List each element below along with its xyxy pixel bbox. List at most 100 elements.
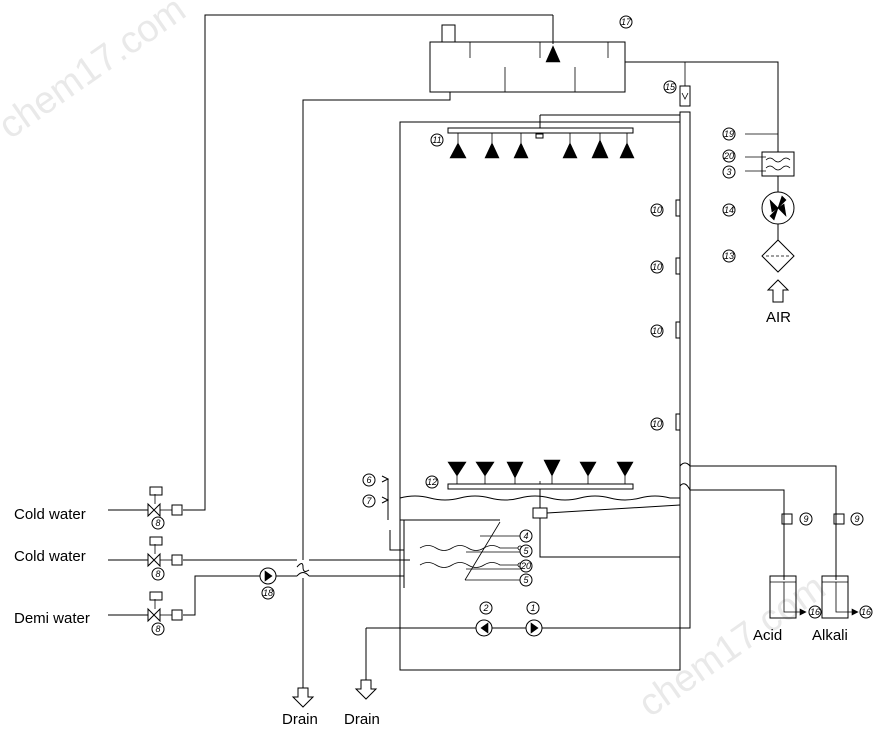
pipe-crossover-1 [296,563,310,572]
label-demi-water: Demi water [14,610,90,627]
pipe-junction-duct [546,504,681,514]
port-10-c [675,321,681,339]
callout-5-top: 5 [519,544,533,558]
callout-10-b: 10 [650,260,664,274]
alkali-tank [821,575,859,619]
watermark-text-2: chem17.com [631,566,833,725]
label-air: AIR [766,309,791,326]
callout-17: 17 [619,15,633,29]
svg-text:20: 20 [520,561,531,571]
label-drain-1: Drain [282,711,318,728]
pipe-junction-return [539,518,680,558]
air-inlet-arrow [766,279,790,303]
svg-text:14: 14 [724,205,734,215]
svg-text:8: 8 [155,569,160,579]
water-surface [399,495,680,501]
callout-3: 3 [722,165,736,179]
label-cold-water-1: Cold water [14,506,86,523]
watermark-text-1: chem17.com [0,0,193,147]
svg-text:5: 5 [523,546,529,556]
svg-text:16: 16 [861,607,871,617]
svg-text:8: 8 [155,518,160,528]
pipe-alkali-dosing [679,462,837,580]
callout-14: 14 [722,203,736,217]
flow-meter-15 [679,85,691,107]
callout-9-acid: 9 [799,512,813,526]
callout-12: 12 [425,475,439,489]
svg-text:16: 16 [810,607,820,617]
svg-text:2: 2 [482,603,488,613]
port-10-a [675,199,681,217]
callout-15: 15 [663,80,677,94]
sump-heaters [419,521,523,581]
svg-text:20: 20 [723,151,734,161]
overflow-tube [389,519,405,551]
heater-exchanger [745,151,795,177]
valve-demi-water[interactable] [108,591,183,623]
svg-text:13: 13 [724,251,734,261]
callout-20-sump: 20 [519,559,533,573]
level-probe-7 [381,496,390,504]
callout-5-bottom: 5 [519,573,533,587]
label-acid: Acid [753,627,782,644]
valve-cold-water-2[interactable] [108,536,183,568]
pump-18 [259,567,277,585]
drain-arrow-2 [354,679,378,700]
svg-text:7: 7 [366,496,372,506]
svg-text:9: 9 [803,514,808,524]
callout-8-b: 8 [151,567,165,581]
svg-text:9: 9 [854,514,859,524]
svg-text:3: 3 [726,167,731,177]
callout-10-d: 10 [650,417,664,431]
port-10-b [675,257,681,275]
fan [761,191,795,225]
top-spray-bar [447,114,680,159]
pump-2 [475,619,493,637]
callout-8-a: 8 [151,516,165,530]
acid-tank [769,575,807,619]
chamber-body [399,121,681,671]
top-reservoir-tank [429,15,626,93]
callout-13: 13 [722,249,736,263]
svg-text:10: 10 [652,262,662,272]
callout-10-c: 10 [650,324,664,338]
valve-cold-water-1[interactable] [108,486,183,518]
drain-arrow-1 [291,687,315,708]
callout-9-alkali: 9 [850,512,864,526]
svg-text:10: 10 [652,419,662,429]
label-alkali: Alkali [812,627,848,644]
callout-1: 1 [526,601,540,615]
spray-pump-junction [532,507,548,519]
flow-meter-mark [681,92,689,100]
callout-4: 4 [519,529,533,543]
pipe-crossover-2 [296,572,310,577]
pipe-cold-water-to-tank [183,14,553,511]
svg-text:15: 15 [665,82,676,92]
callout-11: 11 [430,133,444,147]
callout-8-c: 8 [151,622,165,636]
callout-18: 18 [261,586,275,600]
label-drain-2: Drain [344,711,380,728]
svg-text:19: 19 [724,129,734,139]
svg-text:4: 4 [523,531,528,541]
callout-16-acid: 16 [808,605,822,619]
svg-text:8: 8 [155,624,160,634]
pipe-tank-to-air [625,61,779,152]
callout-20-top: 20 [722,149,736,163]
svg-text:10: 10 [652,326,662,336]
svg-text:11: 11 [432,135,441,145]
callout-19: 19 [722,127,736,141]
right-air-duct [679,111,691,629]
pipe-demi-water-a [183,575,260,616]
dosing-pump-9-acid [781,513,793,525]
port-10-d [675,413,681,431]
svg-text:18: 18 [263,588,273,598]
callout-6: 6 [362,473,376,487]
svg-text:10: 10 [652,205,662,215]
svg-text:1: 1 [530,603,535,613]
pipe-tank-outlet [302,92,451,560]
callout-2: 2 [479,601,493,615]
callout-7: 7 [362,494,376,508]
pipe-acid-dosing [679,483,785,580]
